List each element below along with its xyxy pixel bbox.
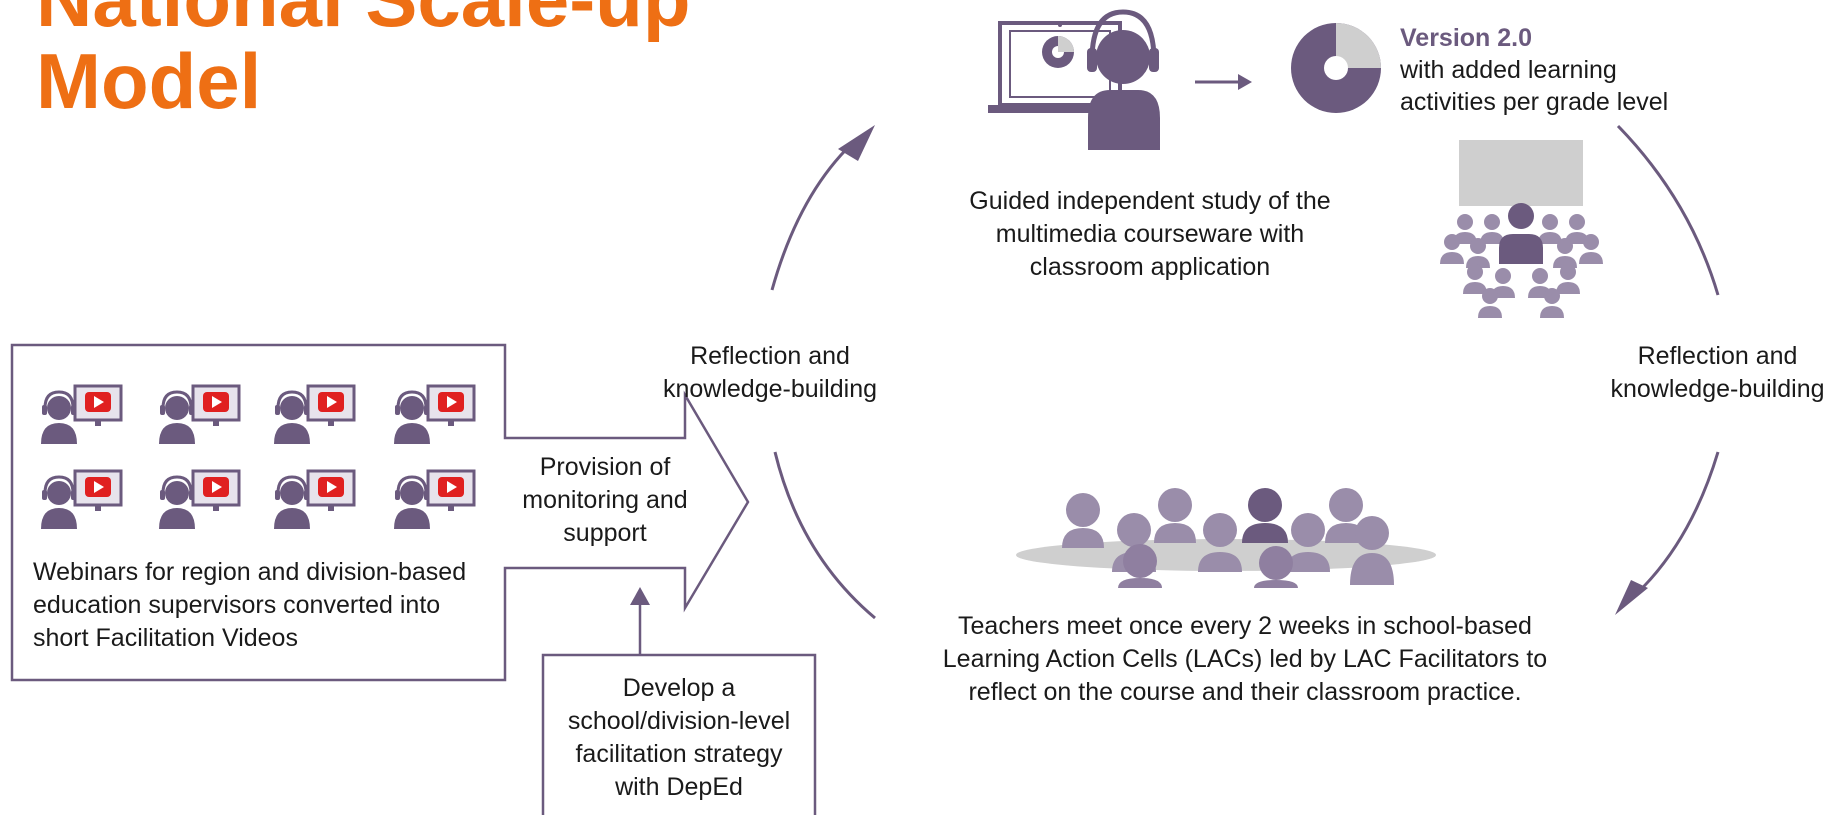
reflection-left-line-2: knowledge-building <box>662 375 878 403</box>
pie-chart-icon <box>1291 23 1381 113</box>
cycle-arc-bottom-left <box>773 451 876 620</box>
reflection-left-label: Reflection and knowledge-building <box>640 340 900 406</box>
arrowhead-top-left <box>838 125 875 161</box>
team-meeting-table-icon <box>1016 488 1436 588</box>
guided-study-line-2: multimedia courseware with <box>995 220 1305 248</box>
develop-line-2: school/division-level <box>567 707 791 735</box>
guided-study-line-3: classroom application <box>1029 253 1271 281</box>
develop-line-3: facilitation strategy <box>575 740 783 768</box>
develop-label: Develop a school/division-level facilita… <box>543 672 815 804</box>
version-line-2: activities per grade level <box>1400 88 1669 116</box>
webinars-line-2: education supervisors converted into <box>33 591 441 619</box>
reflection-right-line-2: knowledge-building <box>1610 375 1825 403</box>
webinars-line-3: short Facilitation Videos <box>33 624 298 652</box>
lac-line-3: reflect on the course and their classroo… <box>968 678 1522 706</box>
version-label: Version 2.0 with added learning activiti… <box>1400 22 1668 118</box>
develop-arrowhead <box>630 587 650 605</box>
cycle-arc-top-right <box>1616 124 1720 296</box>
title-line-1: National Scale-up <box>36 0 690 43</box>
provision-line-2: monitoring and <box>522 486 688 514</box>
title-line-2: Model <box>36 37 262 125</box>
webinars-label: Webinars for region and division-based e… <box>33 556 503 655</box>
guided-study-label: Guided independent study of the multimed… <box>930 185 1370 284</box>
laptop-headset-learner-icon <box>988 9 1160 150</box>
develop-box <box>541 653 817 815</box>
arrowhead-to-version <box>1238 74 1252 90</box>
reflection-right-label: Reflection and knowledge-building <box>1590 340 1845 406</box>
provision-label: Provision of monitoring and support <box>505 451 705 550</box>
lac-line-1: Teachers meet once every 2 weeks in scho… <box>958 612 1532 640</box>
reflection-left-line-1: Reflection and <box>690 342 850 370</box>
develop-line-4: with DepEd <box>615 773 743 801</box>
guided-study-line-1: Guided independent study of the <box>969 187 1331 215</box>
version-title: Version 2.0 <box>1400 24 1533 52</box>
develop-line-1: Develop a <box>622 674 736 702</box>
cycle-arrow-bottom-right <box>1630 451 1720 600</box>
webinars-line-1: Webinars for region and division-based <box>33 558 467 586</box>
page-title: National Scale-up Model <box>36 0 690 122</box>
reflection-right-line-1: Reflection and <box>1637 342 1798 370</box>
cycle-arrow-top-left <box>770 136 860 291</box>
lac-label: Teachers meet once every 2 weeks in scho… <box>905 610 1585 709</box>
classroom-audience-icon <box>1440 140 1603 318</box>
webinar-arrow-box <box>10 343 750 682</box>
provision-line-3: support <box>563 519 647 547</box>
version-line-1: with added learning <box>1400 56 1617 84</box>
lac-line-2: Learning Action Cells (LACs) led by LAC … <box>942 645 1548 673</box>
arrowhead-bottom-right <box>1615 580 1648 615</box>
provision-line-1: Provision of <box>539 453 671 481</box>
